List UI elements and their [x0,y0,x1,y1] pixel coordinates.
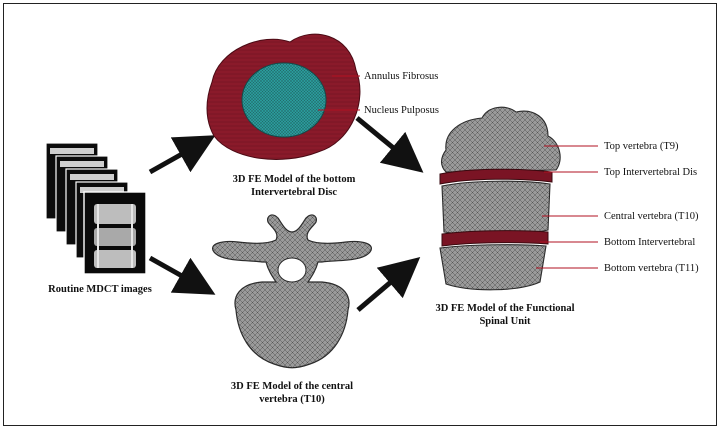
mdct-caption: Routine MDCT images [30,283,170,296]
vertebra-caption-line2: vertebra (T10) [212,393,372,406]
mdct-image-stack [46,143,146,274]
fsu-model [440,107,598,290]
arrow-to-vertebra [150,258,198,285]
arrow-vertebra-to-fsu [358,270,405,310]
bottom-disc-label: Bottom Intervertebral [604,236,695,249]
vertebra-caption-line1: 3D FE Model of the central [212,380,372,393]
bottom-vertebra-label: Bottom vertebra (T11) [604,262,699,275]
nucleus-pulposus-label: Nucleus Pulposus [364,104,439,117]
arrow-disc-to-fsu [357,118,408,160]
fsu-caption-line2: Spinal Unit [420,315,590,328]
disc-caption-line2: Intervertebral Disc [214,186,374,199]
arrow-to-disc [150,145,198,172]
fsu-caption: 3D FE Model of the Functional Spinal Uni… [420,302,590,328]
annulus-fibrosus-label: Annulus Fibrosus [364,70,438,83]
vertebra-caption: 3D FE Model of the central vertebra (T10… [212,380,372,406]
central-vertebra-label: Central vertebra (T10) [604,210,698,223]
fsu-caption-line1: 3D FE Model of the Functional [420,302,590,315]
mdct-caption-text: Routine MDCT images [30,283,170,296]
vertebral-foramen [278,258,306,282]
disc-caption: 3D FE Model of the bottom Intervertebral… [214,173,374,199]
top-vertebra-label: Top vertebra (T9) [604,140,678,153]
top-disc-label: Top Intervertebral Dis [604,166,697,179]
disc-caption-line1: 3D FE Model of the bottom [214,173,374,186]
vertebra-model [213,215,372,368]
fsu-bottom-disc [442,231,548,246]
disc-model [207,34,360,159]
mdct-slice-front [84,192,146,274]
